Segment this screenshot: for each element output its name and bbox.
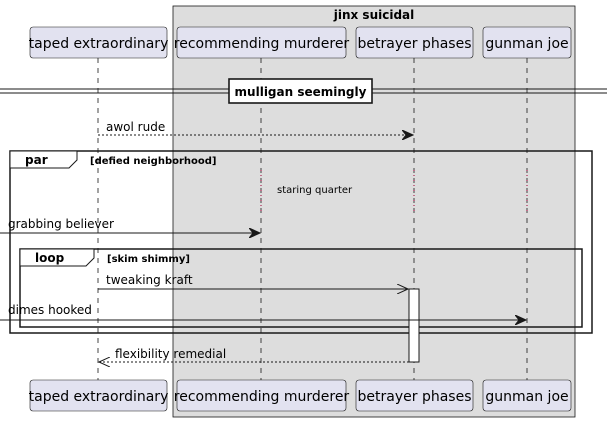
participant-taped-extraordinary-bottom[interactable]: taped extraordinary (29, 379, 169, 412)
message-dimes-hooked[interactable]: dimes hooked (0, 303, 526, 320)
participant-taped-extraordinary-top[interactable]: taped extraordinary (29, 26, 169, 59)
participant-label: betrayer phases (358, 389, 472, 405)
activation-bar-betrayer-phases (408, 288, 420, 363)
participant-label: taped extraordinary (29, 36, 169, 52)
message-label: tweaking kraft (106, 273, 193, 287)
note-text: staring quarter (277, 185, 353, 196)
participant-betrayer-phases-bottom[interactable]: betrayer phases (355, 379, 474, 412)
loop-keyword: loop (35, 251, 65, 265)
participant-label: betrayer phases (358, 36, 472, 52)
participant-label: taped extraordinary (29, 389, 169, 405)
message-label: dimes hooked (8, 303, 92, 317)
divider-title: mulligan seemingly (235, 85, 367, 99)
participant-recommending-murderer-top[interactable]: recommending murderer (174, 26, 350, 59)
participant-box-jinx-suicidal: jinx suicidal (172, 5, 576, 418)
participant-gunman-joe-bottom[interactable]: gunman joe (482, 379, 572, 412)
par-condition: [defied neighborhood] (90, 156, 217, 167)
message-label: grabbing believer (8, 217, 114, 231)
loop-fragment: loop [skim shimmy] (19, 248, 583, 328)
note-staring-quarter: staring quarter (260, 170, 528, 215)
message-grabbing-believer[interactable]: grabbing believer (0, 217, 260, 233)
participant-gunman-joe-top[interactable]: gunman joe (482, 26, 572, 59)
participant-label: recommending murderer (174, 36, 350, 52)
par-fragment: par [defied neighborhood] (9, 150, 593, 334)
divider-mulligan-seemingly: mulligan seemingly (0, 78, 607, 104)
participant-recommending-murderer-bottom[interactable]: recommending murderer (174, 379, 350, 412)
participant-label: gunman joe (485, 36, 568, 52)
message-flexibility-remedial[interactable]: flexibility remedial (99, 347, 409, 362)
lifelines (97, 58, 528, 380)
participant-betrayer-phases-top[interactable]: betrayer phases (355, 26, 474, 59)
loop-condition: [skim shimmy] (107, 254, 190, 265)
participant-label: gunman joe (485, 389, 568, 405)
message-label: flexibility remedial (115, 347, 226, 361)
message-label: awol rude (106, 120, 165, 134)
message-tweaking-kraft[interactable]: tweaking kraft (98, 273, 408, 289)
message-awol-rude[interactable]: awol rude (98, 120, 413, 135)
par-keyword: par (25, 153, 48, 167)
box-title: jinx suicidal (333, 8, 415, 22)
participant-label: recommending murderer (174, 389, 350, 405)
